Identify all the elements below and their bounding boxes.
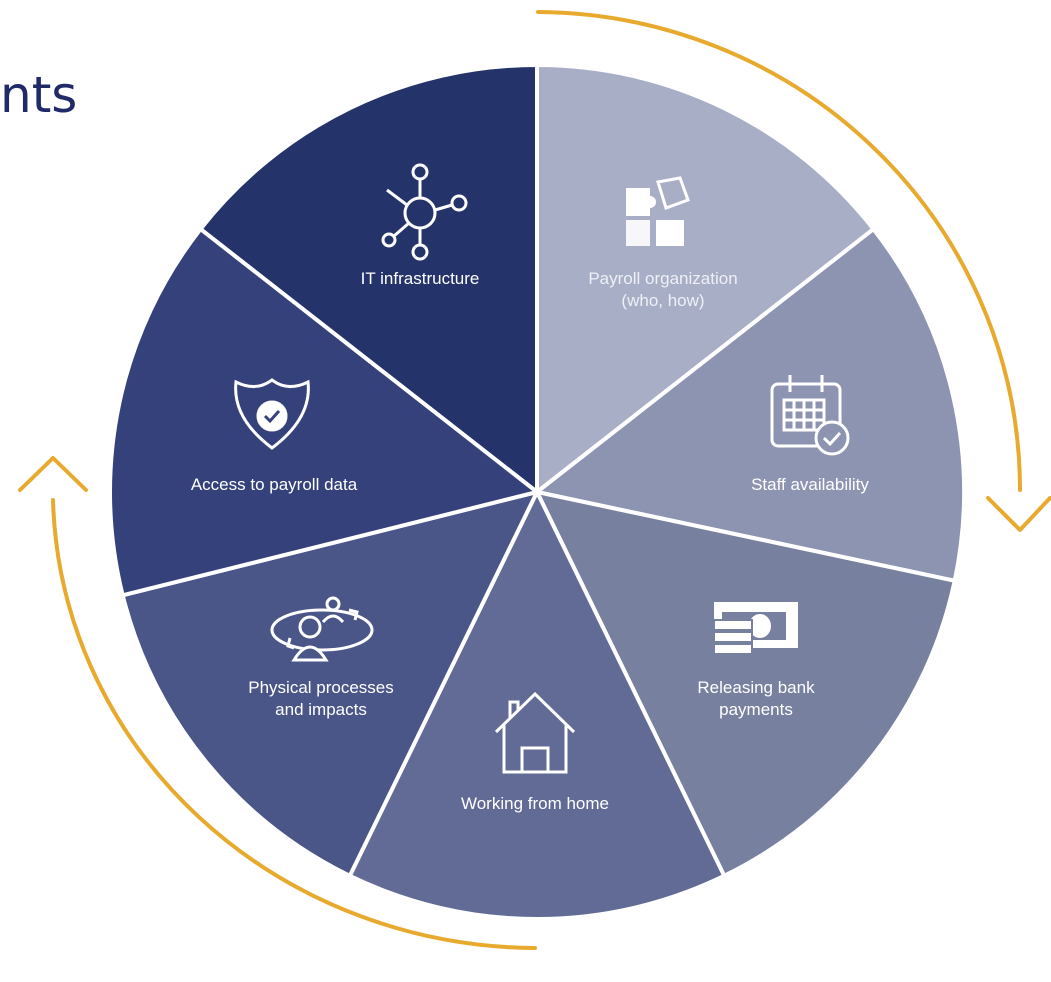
calendar-check-icon bbox=[770, 375, 850, 456]
cycle-arrows bbox=[18, 10, 1051, 950]
network-hub-icon bbox=[381, 163, 468, 261]
wheel-segments bbox=[108, 62, 967, 921]
wheel-segment-physical-processes bbox=[120, 489, 541, 879]
counterclockwise-arrow-arc bbox=[51, 498, 537, 950]
arrow-head-up-icon bbox=[18, 456, 88, 492]
shield-check-icon bbox=[234, 378, 310, 450]
wheel-segment-staff-availability bbox=[532, 226, 967, 584]
segment-label-payroll-organization: Payroll organization (who, how) bbox=[588, 269, 738, 310]
puzzle-pieces-icon bbox=[626, 176, 690, 246]
segment-label-access-payroll-data: Access to payroll data bbox=[190, 475, 358, 494]
page-title: nts bbox=[0, 66, 78, 124]
wheel-segment-payroll-organization bbox=[535, 62, 877, 497]
wheel-segment-working-from-home bbox=[347, 487, 727, 921]
wheel-segment-it-infrastructure bbox=[197, 62, 539, 497]
clockwise-arrow-arc bbox=[536, 10, 1022, 492]
wheel-segment-access-payroll-data bbox=[108, 226, 542, 598]
segment-label-it-infrastructure: IT infrastructure bbox=[360, 269, 480, 288]
segment-label-releasing-bank-payments: Releasing bank payments bbox=[697, 678, 815, 719]
house-icon bbox=[494, 691, 576, 774]
arrow-head-down-icon bbox=[986, 496, 1051, 532]
segment-label-working-from-home: Working from home bbox=[460, 794, 610, 813]
banknotes-icon bbox=[713, 602, 798, 655]
wheel-segment-releasing-bank-payments bbox=[533, 489, 958, 879]
segment-label-staff-availability: Staff availability bbox=[751, 475, 869, 494]
people-cycle-icon bbox=[270, 596, 374, 662]
segment-label-physical-processes: Physical processes and impacts bbox=[248, 678, 394, 719]
